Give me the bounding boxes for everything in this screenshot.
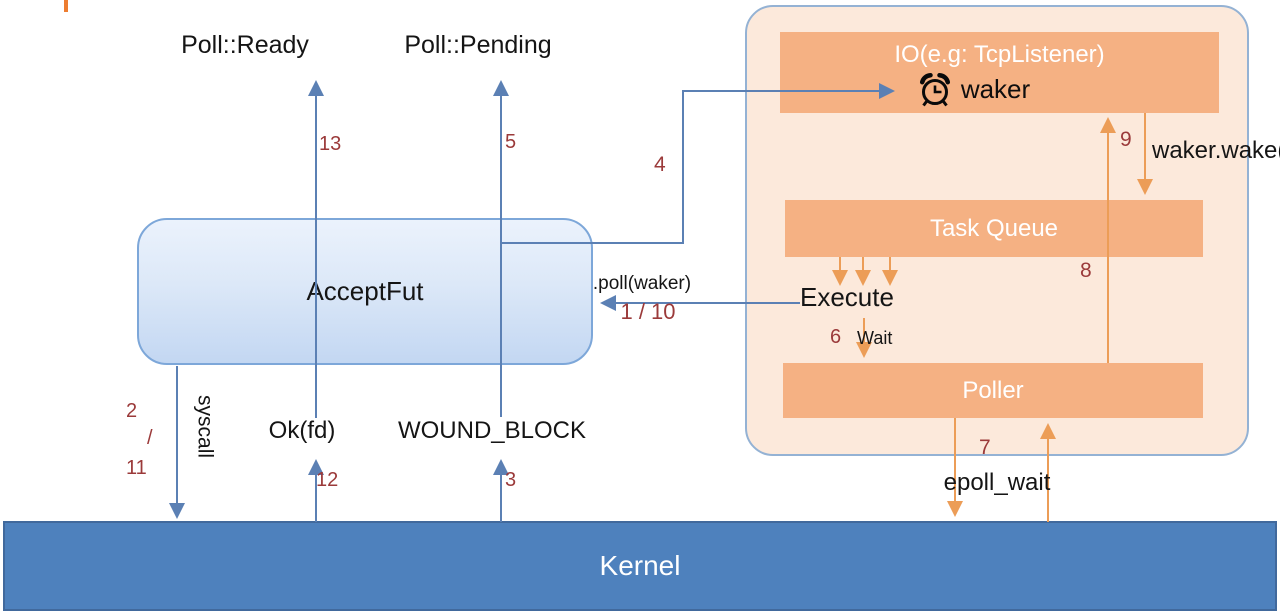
task-queue-label: Task Queue	[929, 214, 1059, 242]
wound-block-label: WOUND_BLOCK	[397, 417, 587, 444]
step-12-label: 12	[316, 469, 339, 491]
kernel-label: Kernel	[599, 550, 681, 581]
step-8-label: 8	[1080, 259, 1092, 282]
step-9-label: 9	[1120, 128, 1132, 151]
syscall-label: syscall	[193, 395, 217, 459]
alarm-clock-icon	[919, 72, 950, 107]
waker-label: waker	[960, 73, 1031, 104]
ok-fd-label: Ok(fd)	[268, 417, 336, 444]
step-7-label: 7	[979, 436, 991, 459]
step-6-label: 6	[830, 326, 842, 348]
accept-fut-box: AcceptFut	[137, 218, 593, 365]
poll-waker-label: .poll(waker)	[592, 273, 692, 294]
execute-label: Execute	[800, 282, 894, 312]
poll-ready-label: Poll::Ready	[181, 31, 309, 59]
poll-pending-label: Poll::Pending	[404, 31, 552, 59]
step-4-label: 4	[654, 153, 666, 176]
step-5-label: 5	[505, 131, 517, 153]
poller-box: Poller	[783, 363, 1203, 418]
waker-wake-label: waker.wake()	[1152, 137, 1280, 164]
step-2-11-slash: /	[147, 427, 153, 449]
poller-label: Poller	[962, 376, 1024, 404]
task-queue-box: Task Queue	[785, 200, 1203, 257]
step-2-label: 2	[126, 400, 138, 422]
io-box-title: IO(e.g: TcpListener)	[894, 41, 1105, 68]
step-13-label: 13	[319, 133, 342, 155]
wait-label: Wait	[857, 328, 893, 348]
accept-fut-label: AcceptFut	[306, 276, 424, 306]
epoll-wait-label: epoll_wait	[943, 469, 1051, 496]
step-3-label: 3	[505, 469, 517, 491]
step-1-10-label: 1 / 10	[620, 299, 676, 324]
top-accent-tick	[64, 0, 68, 12]
kernel-bar: Kernel	[3, 521, 1277, 611]
waker-row: waker	[917, 70, 1030, 108]
step-11-label: 11	[126, 457, 147, 479]
io-box: IO(e.g: TcpListener) waker	[780, 32, 1219, 113]
